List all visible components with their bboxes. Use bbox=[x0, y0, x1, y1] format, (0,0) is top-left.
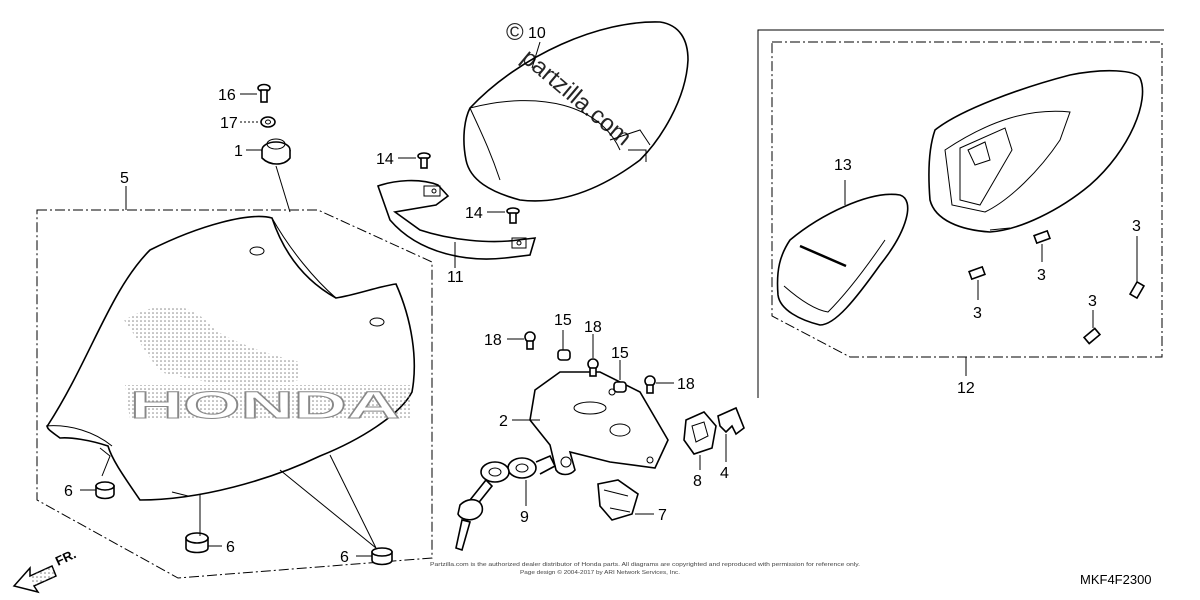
callout-11: 11 bbox=[447, 269, 464, 286]
direction-label: FR. bbox=[53, 546, 78, 568]
seat-bracket bbox=[376, 152, 537, 260]
trim-clips bbox=[968, 229, 1146, 345]
callout-3-a: 3 bbox=[1037, 267, 1046, 284]
callout-15-a: 15 bbox=[554, 312, 572, 329]
plate-fasteners bbox=[524, 331, 656, 394]
lock-clip bbox=[717, 406, 745, 436]
callout-4: 4 bbox=[720, 465, 729, 482]
callout-6-a: 6 bbox=[64, 483, 73, 500]
cushion-stack bbox=[257, 83, 291, 213]
callout-labels: 16 17 1 5 14 14 10 11 13 12 3 3 3 3 18 1… bbox=[64, 25, 1141, 566]
callout-6-b: 6 bbox=[226, 539, 235, 556]
callout-12: 12 bbox=[957, 380, 975, 397]
callout-3-b: 3 bbox=[973, 305, 982, 322]
callout-16: 16 bbox=[218, 87, 236, 104]
seat-cowl bbox=[928, 69, 1144, 233]
callout-5: 5 bbox=[120, 170, 129, 187]
callout-6-c: 6 bbox=[340, 549, 349, 566]
callout-7: 7 bbox=[658, 507, 667, 524]
seat-cowl-pad bbox=[776, 193, 909, 326]
callout-2: 2 bbox=[499, 413, 508, 430]
callout-3-d: 3 bbox=[1132, 218, 1141, 235]
lock-plate bbox=[529, 371, 669, 476]
callout-17: 17 bbox=[220, 115, 238, 132]
callout-14-upper: 14 bbox=[376, 151, 394, 168]
key-cylinder-set bbox=[455, 454, 557, 552]
inset-frame-border bbox=[757, 29, 1164, 398]
callout-1: 1 bbox=[234, 143, 243, 160]
fine-print-line-1: Partzilla.com is the authorized dealer d… bbox=[430, 562, 860, 568]
watermark-copyright: © bbox=[506, 19, 524, 46]
callout-3-c: 3 bbox=[1088, 293, 1097, 310]
seat-brand-graphic: HONDA bbox=[130, 385, 400, 427]
leader-lines bbox=[80, 41, 1138, 557]
inset-dash-box bbox=[771, 41, 1163, 358]
seat-lock bbox=[597, 479, 639, 521]
callout-9: 9 bbox=[520, 509, 529, 526]
callout-18-a: 18 bbox=[484, 332, 502, 349]
callout-8: 8 bbox=[693, 473, 702, 490]
callout-14-lower: 14 bbox=[465, 205, 483, 222]
main-seat-dash-box bbox=[36, 209, 433, 579]
callout-10: 10 bbox=[528, 25, 546, 42]
main-seat: HONDA bbox=[45, 215, 416, 501]
callout-13: 13 bbox=[834, 157, 852, 174]
front-direction-arrow: FR. bbox=[12, 546, 78, 594]
callout-18-c: 18 bbox=[677, 376, 695, 393]
callout-18-b: 18 bbox=[584, 319, 602, 336]
pillion-seat bbox=[463, 21, 689, 202]
callout-15-b: 15 bbox=[611, 345, 629, 362]
fine-print-line-2: Page design © 2004-2017 by ARI Network S… bbox=[520, 569, 680, 576]
diagram-code: MKF4F2300 bbox=[1080, 572, 1152, 587]
rubber-cushions bbox=[95, 447, 393, 566]
lock-pad bbox=[683, 411, 717, 455]
